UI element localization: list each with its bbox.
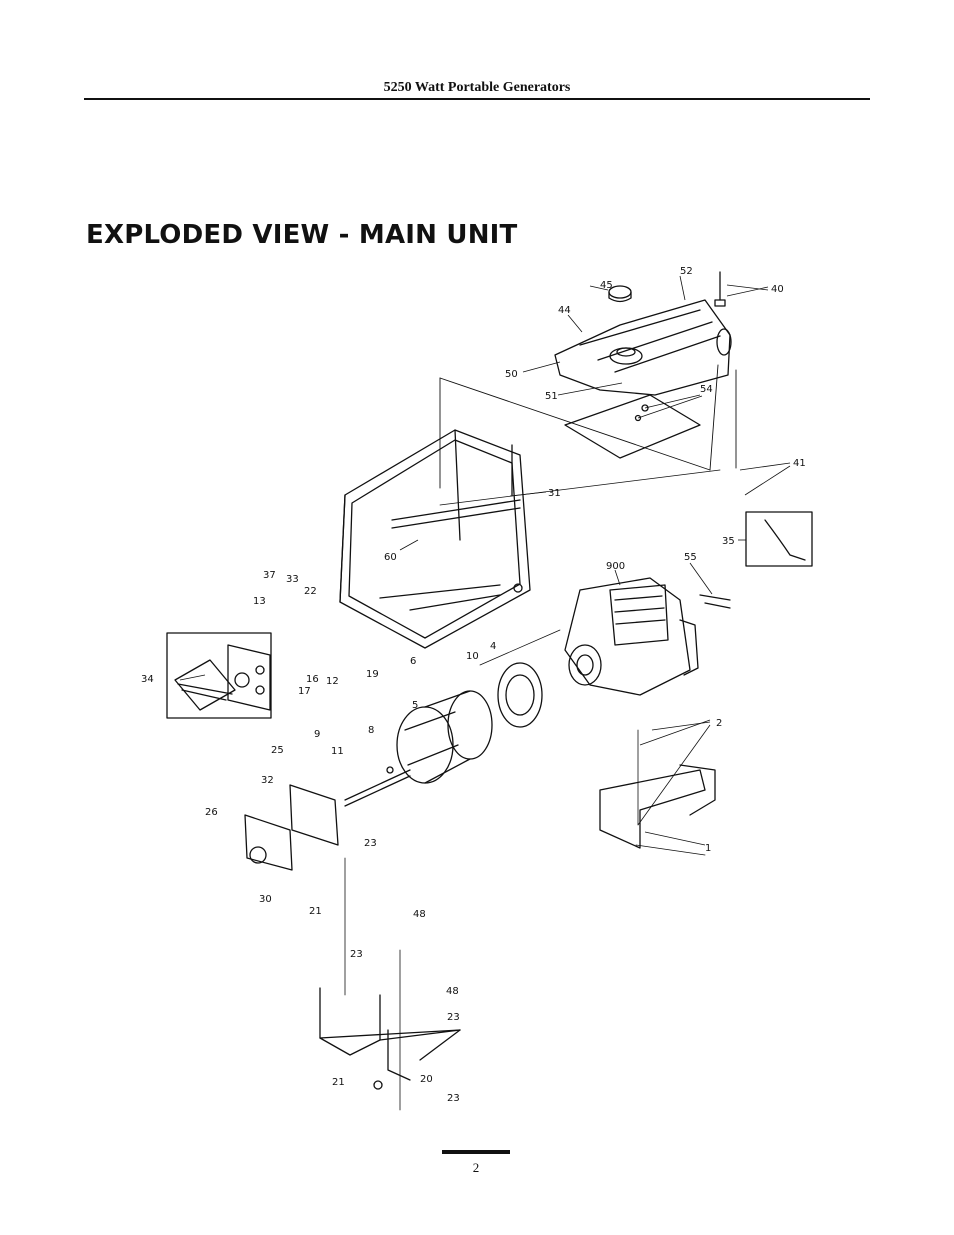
callout-label: 60 (384, 552, 397, 563)
callout-label: 21 (309, 906, 322, 917)
callout-label: 16 (306, 674, 319, 685)
callout-label: 44 (558, 305, 571, 316)
section-title: EXPLODED VIEW - MAIN UNIT (86, 220, 518, 250)
callout-label: 41 (793, 458, 806, 469)
callout-label: 11 (331, 746, 344, 757)
callout-label: 54 (700, 384, 713, 395)
callout-label: 2 (716, 718, 722, 729)
callout-label: 30 (259, 894, 272, 905)
callout-label: 26 (205, 807, 218, 818)
callout-labels: 45 52 40 44 50 51 54 41 35 31 60 900 55 … (141, 266, 806, 1104)
callout-label: 40 (771, 284, 784, 295)
callout-label: 12 (326, 676, 339, 687)
callout-label: 48 (413, 909, 426, 920)
engine-drawing (564, 577, 731, 696)
callout-label: 32 (261, 775, 274, 786)
callout-label: 13 (253, 596, 266, 607)
callout-label: 48 (446, 986, 459, 997)
stator-drawing (344, 662, 543, 807)
callout-label: 37 (263, 570, 276, 581)
callout-label: 1 (705, 843, 711, 854)
callout-label: 19 (366, 669, 379, 680)
callout-label: 23 (364, 838, 377, 849)
callout-label: 10 (466, 651, 479, 662)
page-number: 2 (472, 1160, 480, 1175)
callout-label: 35 (722, 536, 735, 547)
callout-label: 51 (545, 391, 558, 402)
callout-label: 17 (298, 686, 311, 697)
callout-label: 45 (600, 280, 613, 291)
footer-bar (442, 1150, 510, 1154)
callout-label: 25 (271, 745, 284, 756)
callout-label: 9 (314, 729, 320, 740)
callout-label: 6 (410, 656, 416, 667)
callout-label: 52 (680, 266, 693, 277)
callout-label: 20 (420, 1074, 433, 1085)
fuel-tank-drawing (554, 271, 732, 459)
callout-label: 5 (412, 700, 418, 711)
callout-label: 900 (606, 561, 625, 572)
callout-label: 8 (368, 725, 374, 736)
callout-label: 23 (350, 949, 363, 960)
header-divider (84, 98, 870, 100)
callout-label: 4 (490, 641, 496, 652)
frame-drawing (339, 429, 531, 649)
control-panel-inset (166, 632, 272, 719)
callout-label: 34 (141, 674, 154, 685)
callout-label: 55 (684, 552, 697, 563)
callout-label: 21 (332, 1077, 345, 1088)
base-frame-drawing (319, 857, 461, 1111)
callout-label: 22 (304, 586, 317, 597)
front-panel-drawing (244, 784, 339, 871)
fuel-line-inset (745, 511, 813, 567)
callout-label: 23 (447, 1012, 460, 1023)
callout-label: 33 (286, 574, 299, 585)
callout-label: 50 (505, 369, 518, 380)
callout-label: 31 (548, 488, 561, 499)
callout-label: 23 (447, 1093, 460, 1104)
document-header-title: 5250 Watt Portable Generators (383, 80, 571, 95)
